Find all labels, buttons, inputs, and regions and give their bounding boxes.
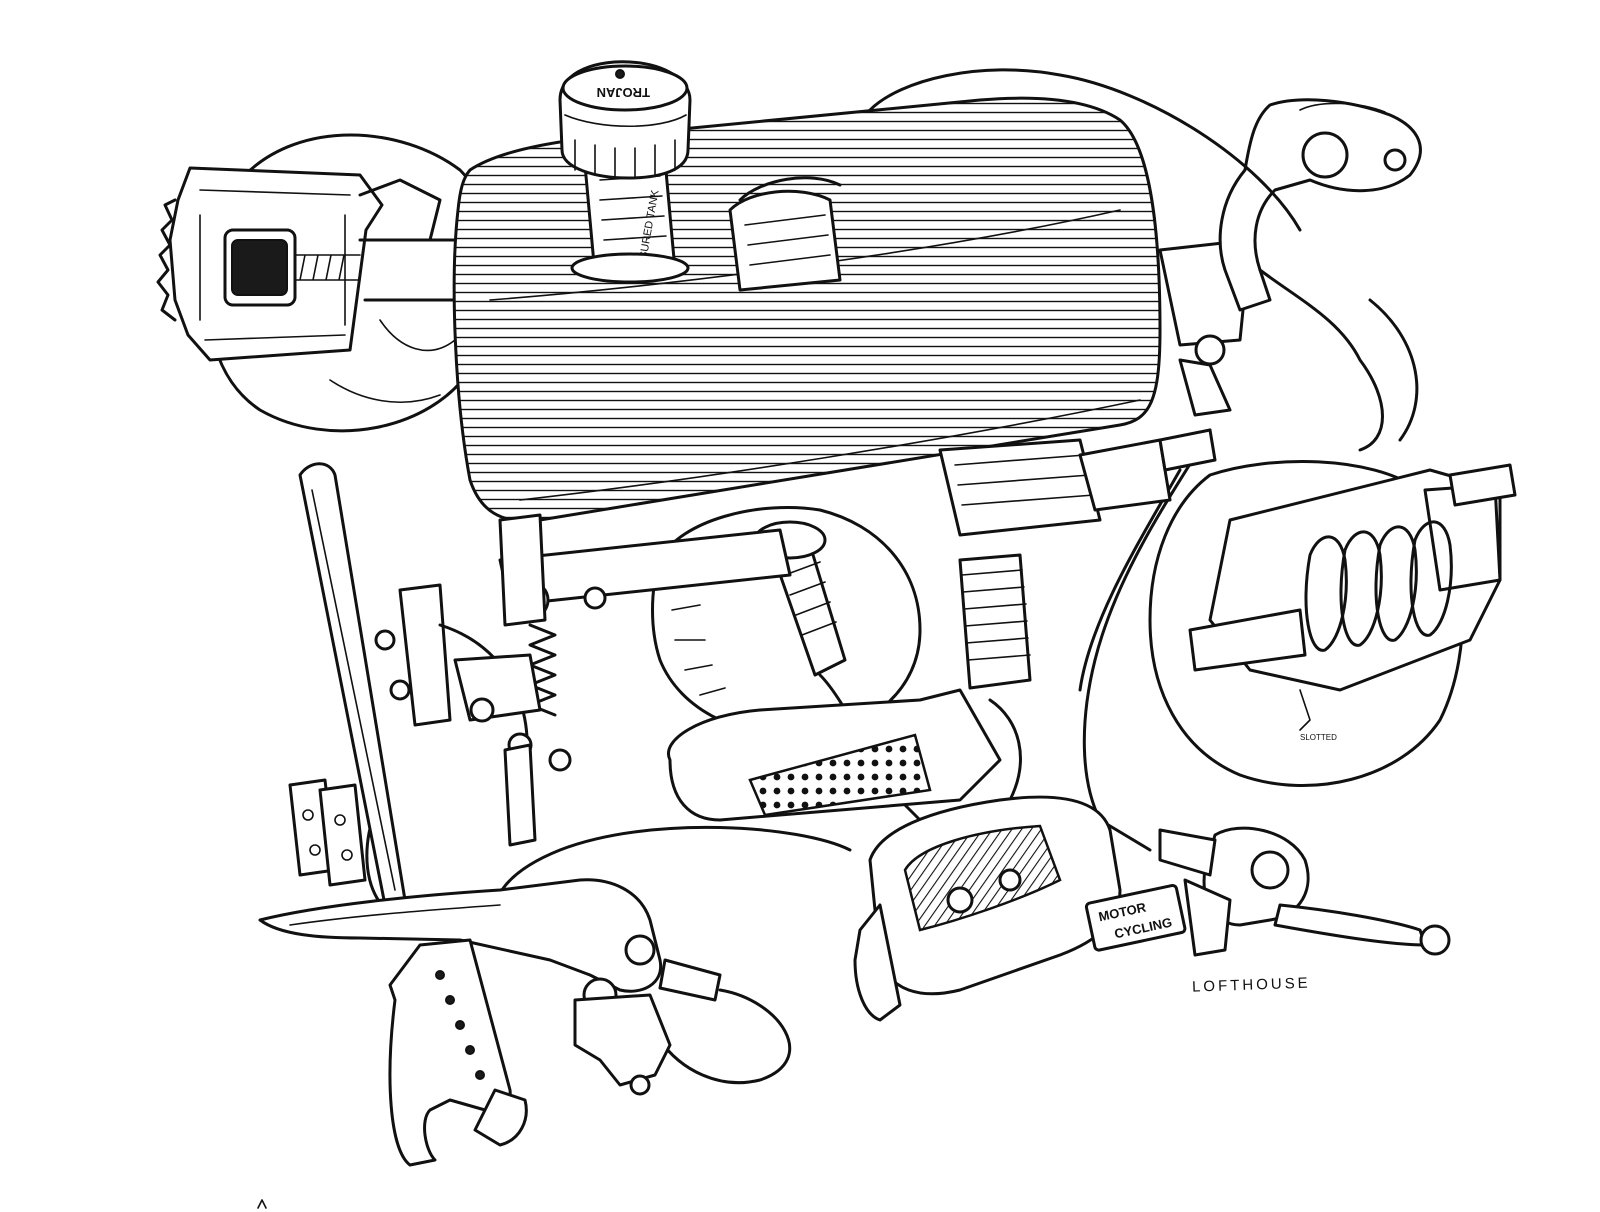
engine-crankcase [498, 428, 1217, 832]
handlebar-lever-top [1218, 98, 1422, 452]
exhaust-silencer [667, 688, 1022, 822]
artist-signature: LOFTHOUSE [1192, 975, 1311, 996]
switch-box [853, 795, 1122, 1022]
inset-label: SLOTTED [1300, 733, 1337, 742]
corner-mark [257, 1199, 267, 1209]
clutch-lever [258, 878, 722, 1167]
twist-grip-lever [1158, 826, 1451, 957]
mounting-bracket [288, 462, 572, 907]
clutch-spring-inset: SLOTTED [1148, 460, 1517, 787]
fuel-cap-label: TROJAN [597, 85, 650, 100]
publisher-logo: MOTOR CYCLING [1084, 883, 1187, 952]
tensioner-inset-circle [156, 133, 495, 433]
